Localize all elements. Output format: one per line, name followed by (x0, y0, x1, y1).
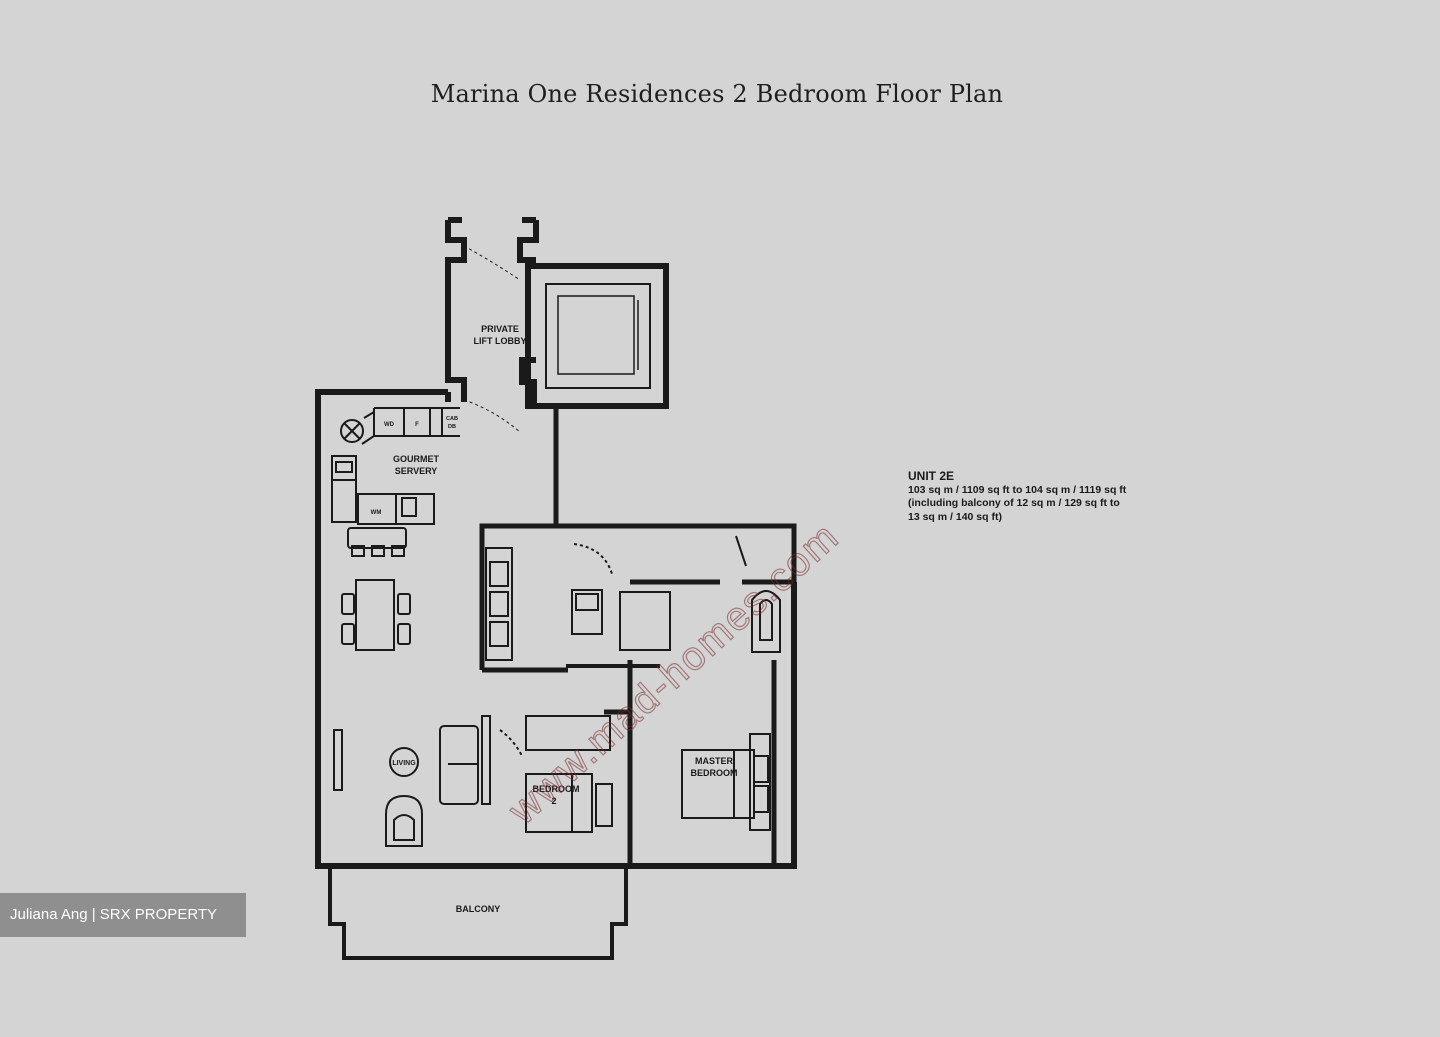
label-gourmet-1: GOURMET (393, 454, 440, 464)
outer-walls (315, 389, 797, 869)
unit-balcony-1: (including balcony of 12 sq m / 129 sq f… (908, 497, 1120, 509)
unit-area: 103 sq m / 1109 sq ft to 104 sq m / 1119… (908, 483, 1127, 496)
balcony-outline (328, 866, 628, 960)
unit-info: UNIT 2E 103 sq m / 1109 sq ft to 104 sq … (908, 469, 1127, 524)
dining-set (341, 579, 411, 651)
master-bedroom-furniture (681, 733, 771, 831)
label-bedroom2-2: 2 (551, 796, 556, 806)
label-wm: WM (371, 510, 382, 516)
utility-walls (479, 523, 797, 673)
label-living: LIVING (392, 760, 416, 767)
label-private-1: PRIVATE (481, 324, 519, 334)
label-cab-2: DB (448, 424, 456, 430)
stools (347, 527, 407, 557)
credit-badge: Juliana Ang | SRX PROPERTY (0, 893, 246, 937)
unit-name: UNIT 2E (908, 469, 955, 483)
label-wd: WD (384, 422, 395, 428)
lift-core (525, 263, 669, 409)
room-labels: PRIVATE LIFT LOBBY GOURMET SERVERY WD F … (371, 324, 738, 914)
page-title: Marina One Residences 2 Bedroom Floor Pl… (430, 80, 1004, 108)
kitchen-counters (331, 407, 460, 525)
label-cab-1: CAB (446, 416, 458, 422)
label-master-1: MASTER (695, 756, 734, 766)
living-furniture (385, 715, 491, 847)
label-gourmet-2: SERVERY (395, 466, 438, 476)
lift-lobby-walls (445, 217, 539, 406)
label-private-2: LIFT LOBBY (474, 336, 527, 346)
label-balcony: BALCONY (456, 904, 501, 914)
interior-walls (604, 660, 777, 866)
unit-balcony-2: 13 sq m / 140 sq ft) (908, 510, 1002, 523)
label-master-2: BEDROOM (691, 768, 738, 778)
bedroom-2-furniture (499, 715, 613, 833)
label-f: F (415, 422, 419, 428)
label-bedroom2-1: BEDROOM (533, 784, 580, 794)
